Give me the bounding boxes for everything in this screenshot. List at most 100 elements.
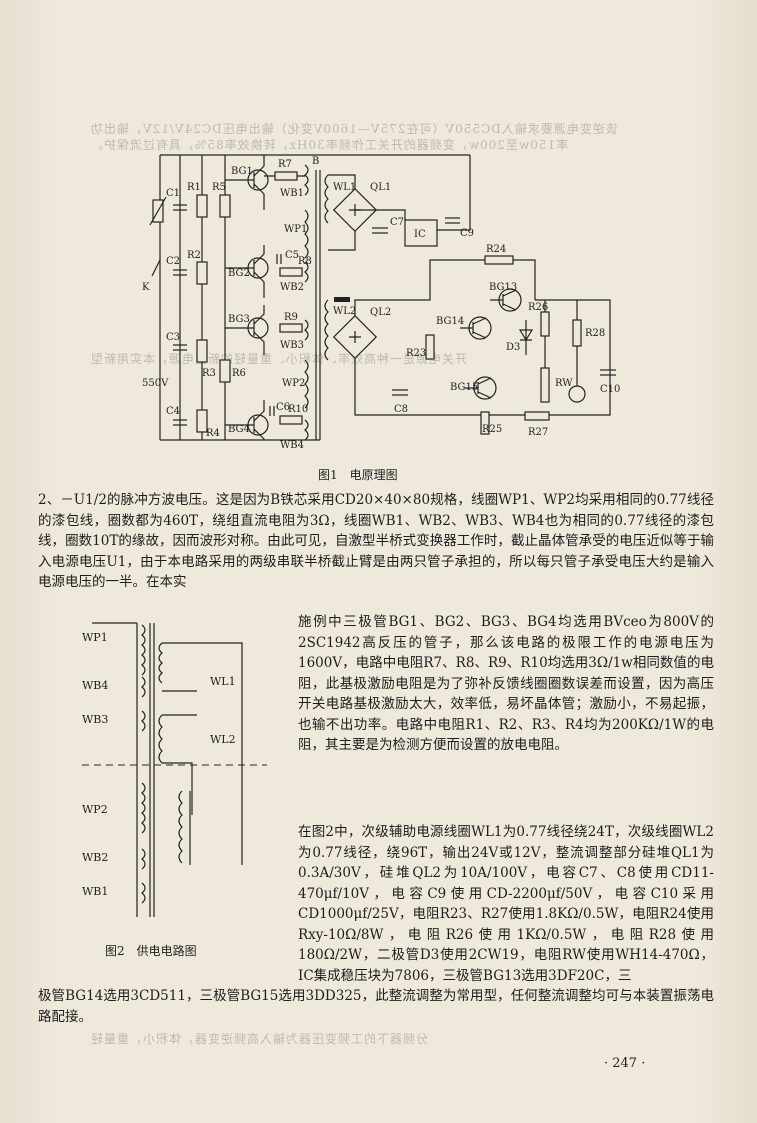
label-WP1: WP1 xyxy=(82,631,108,644)
label-R8: R8 xyxy=(298,256,312,267)
label-R26: R26 xyxy=(528,302,548,313)
label-WB4: WB4 xyxy=(280,440,304,451)
resistor-R24 xyxy=(484,255,514,265)
label-BG15: BG15 xyxy=(450,382,478,393)
winding-WP1 xyxy=(141,624,146,676)
label-C7: C7 xyxy=(390,217,404,228)
resistor-R2 xyxy=(196,261,208,285)
label-BG1: BG1 xyxy=(231,166,253,177)
resistor-R27 xyxy=(524,411,550,421)
winding-WL2 xyxy=(324,299,329,361)
label-R23: R23 xyxy=(406,348,426,359)
indicator-lamp xyxy=(568,385,586,403)
winding-WL2 xyxy=(158,714,163,764)
label-C5: C5 xyxy=(285,250,299,261)
capacitor-C5 xyxy=(276,254,282,264)
label-R1: R1 xyxy=(187,182,201,193)
label-WL2: WL2 xyxy=(333,306,356,317)
label-R7: R7 xyxy=(278,159,292,170)
label-WB1: WB1 xyxy=(82,885,108,898)
transistor-BG14 xyxy=(460,316,492,340)
winding-WL1 xyxy=(158,642,163,684)
winding-WL1 xyxy=(324,174,329,224)
label-WL1: WL1 xyxy=(210,675,236,688)
label-BG14: BG14 xyxy=(436,316,464,327)
figure2-caption: 图2 供电电路图 xyxy=(105,944,197,958)
resistor-R8 xyxy=(279,267,303,277)
transistor-BG3 xyxy=(225,305,269,355)
capacitor-C8 xyxy=(392,389,408,396)
figure1-caption: 图1 电原理图 xyxy=(318,468,398,482)
resistor-R4 xyxy=(196,409,208,433)
resistor-R23 xyxy=(425,334,435,360)
label-C9: C9 xyxy=(460,228,474,239)
transistor-BG15 xyxy=(465,376,497,400)
label-BG2: BG2 xyxy=(228,268,250,279)
winding-WL2-marker xyxy=(334,297,350,302)
label-C2: C2 xyxy=(166,256,180,267)
winding-WB4 xyxy=(141,676,146,698)
label-WL1: WL1 xyxy=(333,182,356,193)
winding-WB1 xyxy=(141,882,146,904)
label-RW: RW xyxy=(555,378,573,389)
transistor-BG13 xyxy=(490,288,522,312)
label-R5: R5 xyxy=(212,182,226,193)
label-R3: R3 xyxy=(202,368,216,379)
winding-WB4 xyxy=(304,419,309,441)
label-R10: R10 xyxy=(288,404,308,415)
label-WB4: WB4 xyxy=(82,679,108,692)
paragraph-2: 施例中三极管BG1、BG2、BG3、BG4均选用BVceo为800V的2SC19… xyxy=(298,614,714,753)
label-C4: C4 xyxy=(166,406,180,417)
supply-circuit-figure2: WP1 WB4 WB3 WP2 WB2 WB1 WL1 WL2 xyxy=(82,622,267,917)
label-BG4: BG4 xyxy=(228,424,250,435)
winding-WP1 xyxy=(304,209,309,259)
paragraph-1: 2、－U1/2的脉冲方波电压。这是因为B铁芯采用CD20×40×80规格，线圈W… xyxy=(38,492,714,590)
resistor-R26 xyxy=(540,311,550,337)
resistor-R3 xyxy=(196,339,208,363)
zener-diode-D3 xyxy=(518,320,534,355)
label-BG3: BG3 xyxy=(228,314,250,325)
label-R28: R28 xyxy=(585,328,605,339)
transistor-BG1 xyxy=(225,155,269,210)
bridge-rectifier-QL2 xyxy=(332,314,378,360)
ic-7806 xyxy=(404,219,438,247)
winding-WB2 xyxy=(141,848,146,870)
label-WP1: WP1 xyxy=(284,224,307,235)
paragraph-3-continued: 极管BG14选用3CD511，三极管BG15选用3DD325，此整流调整为常用型… xyxy=(38,988,714,1025)
label-R4: R4 xyxy=(206,428,220,439)
label-WB2: WB2 xyxy=(280,282,304,293)
paragraph-3: 在图2中，次级辅助电源线圈WL1为0.77线径绕24T，次级线圈WL2为0.77… xyxy=(298,824,714,984)
resistor-R5 xyxy=(219,194,231,218)
label-QL2: QL2 xyxy=(370,307,391,318)
label-WB1: WB1 xyxy=(280,188,304,199)
resistor-R28 xyxy=(572,319,582,347)
label-WB3: WB3 xyxy=(82,713,108,726)
winding-WB1 xyxy=(304,164,309,196)
winding-WP2 xyxy=(304,359,309,409)
resistor-R25 xyxy=(480,411,490,435)
label-K: K xyxy=(142,282,150,293)
label-R27: R27 xyxy=(528,427,548,438)
potentiometer-RW xyxy=(540,367,550,403)
transistor-BG2 xyxy=(225,245,269,298)
capacitor-C4 xyxy=(173,419,187,426)
label-R6: R6 xyxy=(232,368,246,379)
label-C6: C6 xyxy=(276,402,290,413)
winding-WP2 xyxy=(141,782,146,834)
label-C1: C1 xyxy=(166,188,180,199)
capacitor-C10 xyxy=(600,369,616,376)
resistor-R6 xyxy=(219,359,231,383)
label-C3: C3 xyxy=(166,332,180,343)
transistor-BG4 xyxy=(225,400,269,440)
label-WB2: WB2 xyxy=(82,851,108,864)
capacitor-C3 xyxy=(173,344,187,351)
bleed-through-text: 分频器下的工频变压器为输入高频逆变器，体积小，重量轻 xyxy=(90,1032,429,1046)
capacitor-C2 xyxy=(173,269,187,276)
label-IC: IC xyxy=(414,229,426,240)
label-D3: D3 xyxy=(506,342,520,353)
label-QL1: QL1 xyxy=(370,182,391,193)
label-R24: R24 xyxy=(486,244,506,255)
label-C8: C8 xyxy=(394,404,408,415)
label-WL2: WL2 xyxy=(210,733,236,746)
